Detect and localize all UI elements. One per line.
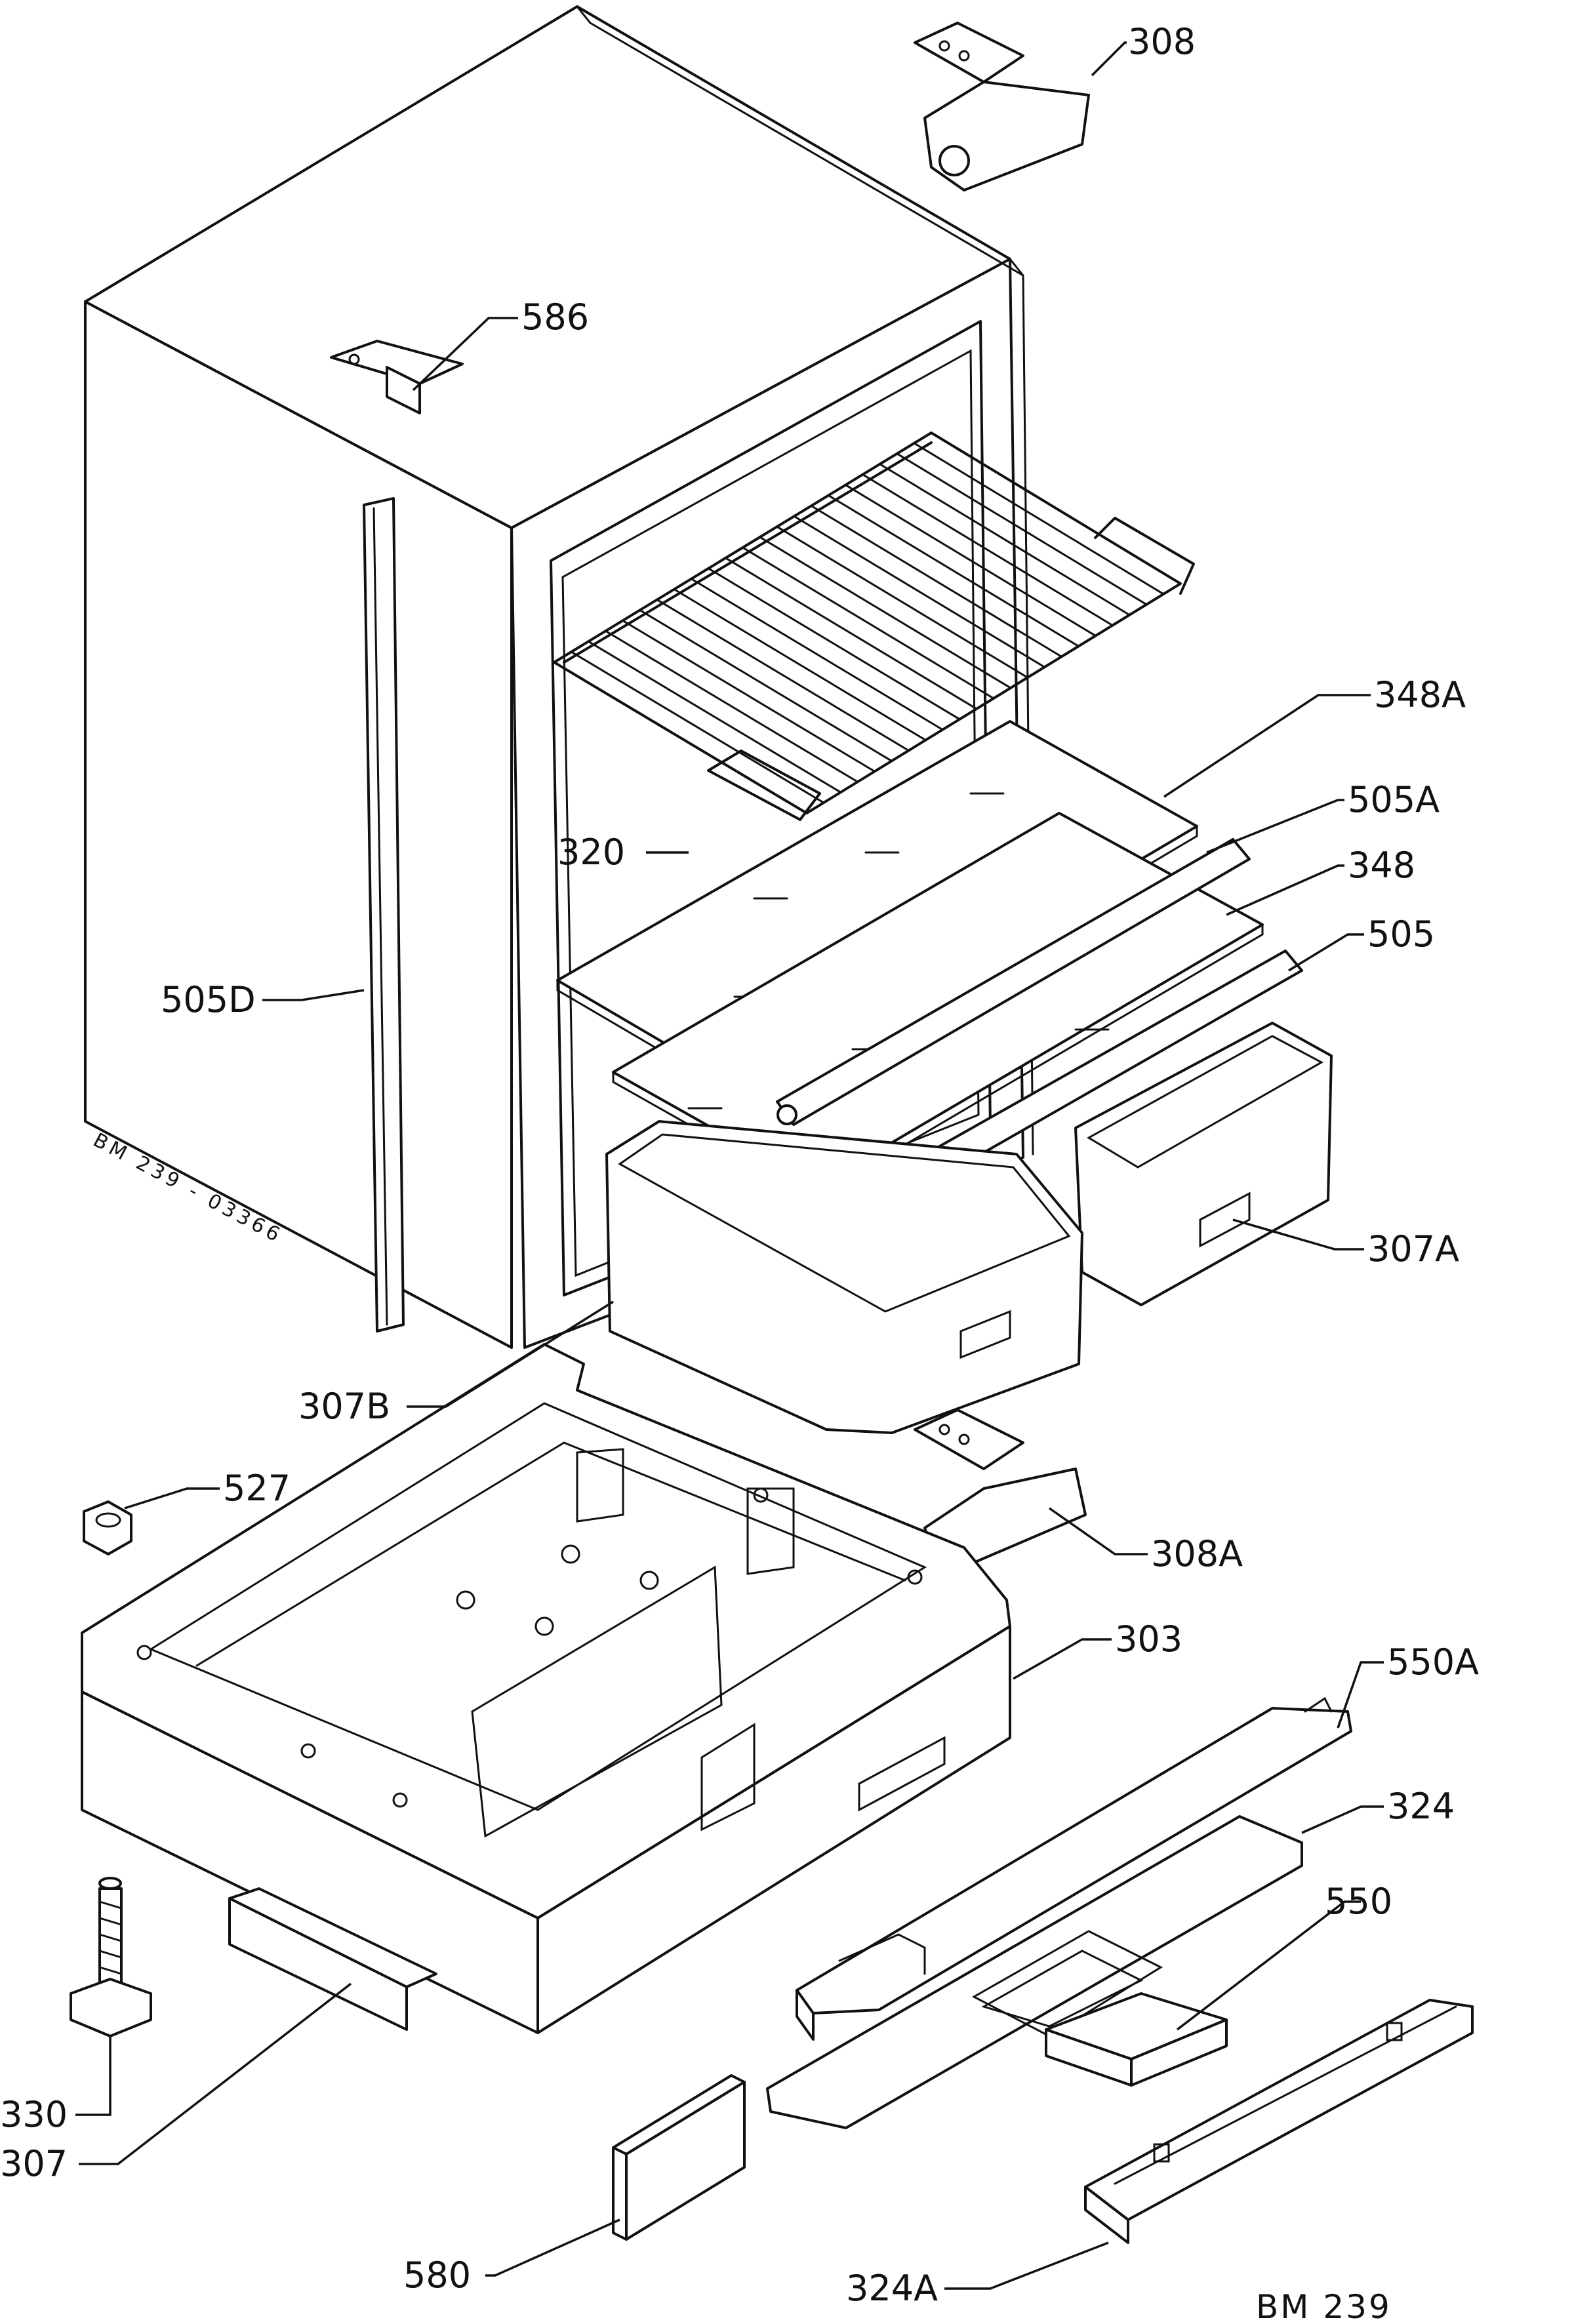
reference-code: BM 239 <box>1256 2288 1392 2324</box>
label-324A: 324A <box>846 2268 938 2309</box>
label-505D: 505D <box>161 979 256 1020</box>
label-307: 307 <box>0 2143 68 2184</box>
label-330: 330 <box>0 2094 68 2135</box>
shelf-bar <box>844 484 1097 637</box>
label-505A: 505A <box>1348 779 1440 820</box>
leader-lines <box>75 41 1384 2290</box>
label-324: 324 <box>1387 1786 1455 1827</box>
shelf-bar <box>707 567 961 721</box>
nut-527 <box>83 1500 132 1555</box>
shelf-bar <box>913 442 1165 595</box>
label-307A: 307A <box>1367 1228 1459 1270</box>
label-505: 505 <box>1367 913 1435 955</box>
shelf-bar <box>861 473 1114 627</box>
shelf-bar <box>776 525 1029 679</box>
shelf-bar <box>570 651 825 804</box>
label-580: 580 <box>403 2254 471 2296</box>
hinge-308 <box>914 22 1090 191</box>
part-labels: 308 586 348A 505A 348 505 320 505D 307A … <box>0 21 1479 2309</box>
trim-strip-505A <box>776 838 1251 1126</box>
rail-550A <box>796 1696 1352 2041</box>
shelf-bar <box>742 546 995 700</box>
label-348A: 348A <box>1374 674 1466 715</box>
shelf-bar <box>879 463 1131 616</box>
label-303: 303 <box>1115 1618 1182 1660</box>
shelf-bar <box>553 661 808 814</box>
foot-panel-307 <box>228 1887 437 2031</box>
label-307B: 307B <box>298 1386 390 1427</box>
label-586: 586 <box>521 296 589 338</box>
tray-324 <box>766 1815 1303 2129</box>
panel-580 <box>612 2074 746 2241</box>
label-308A: 308A <box>1151 1533 1243 1574</box>
label-308: 308 <box>1128 21 1196 62</box>
shelf-bar <box>827 494 1080 647</box>
screw-foot-330 <box>70 1877 152 2037</box>
shelf-bar <box>724 557 978 710</box>
label-320: 320 <box>557 831 625 873</box>
shelf-bar <box>810 504 1063 658</box>
hinge-308A <box>914 1409 1087 1565</box>
label-550: 550 <box>1325 1881 1392 1922</box>
wire-shelf <box>553 431 1195 821</box>
shelf-bar <box>690 578 944 731</box>
shelf-bar <box>656 599 910 752</box>
base-plinth-303 <box>81 1343 1011 2034</box>
shelf-bar <box>793 515 1046 668</box>
shelf-bar <box>759 536 1012 689</box>
label-348: 348 <box>1348 845 1415 886</box>
label-550A: 550A <box>1387 1641 1479 1683</box>
shelf-bar <box>622 619 876 772</box>
shelf-bar <box>896 452 1148 606</box>
label-527: 527 <box>223 1468 291 1509</box>
shelf-bar <box>673 588 927 742</box>
shelf-bar <box>587 640 842 793</box>
shelf-bar <box>639 609 893 762</box>
shelf-bar <box>604 630 859 783</box>
strip-324A <box>1084 1999 1474 2244</box>
block-550 <box>1045 1992 1228 2087</box>
shelf-bar <box>930 431 1182 585</box>
crisper-drawer-307B <box>605 1120 1083 1434</box>
